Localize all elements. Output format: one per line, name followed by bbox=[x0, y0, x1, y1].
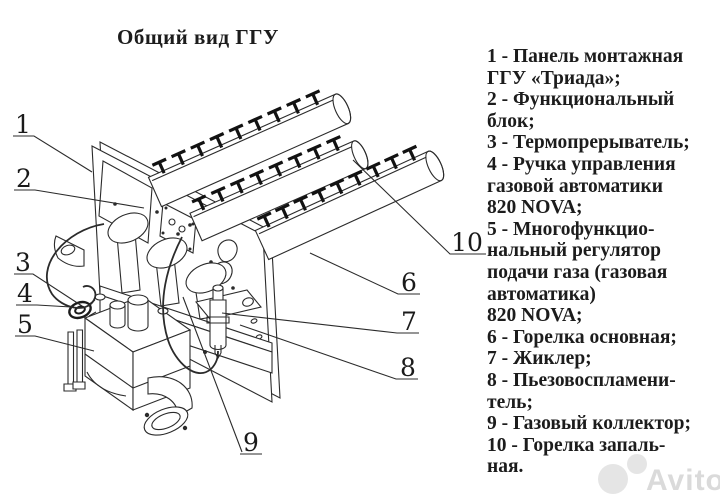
legend-line: 3 - Термопрерыватель; bbox=[487, 132, 690, 154]
callout-numbers: 1 2 3 4 5 6 7 8 9 10 bbox=[15, 110, 483, 457]
legend-line: тель; bbox=[487, 391, 533, 413]
callout-10: 10 bbox=[451, 228, 483, 257]
callout-5: 5 bbox=[17, 310, 33, 339]
page-title: Общий вид ГГУ bbox=[117, 25, 279, 49]
block-legs bbox=[63, 329, 86, 392]
callout-4: 4 bbox=[17, 279, 33, 308]
elbow-pipe bbox=[143, 376, 193, 436]
legend-line: 7 - Жиклер; bbox=[487, 348, 592, 370]
watermark: Avito bbox=[598, 454, 720, 497]
legend-line: 820 NOVA; bbox=[487, 305, 583, 327]
watermark-text: Avito bbox=[646, 464, 720, 497]
legend-line: нальный регулятор bbox=[487, 240, 662, 262]
watermark-logo-circle-small bbox=[627, 454, 647, 474]
callout-3: 3 bbox=[15, 248, 31, 277]
callout-6: 6 bbox=[401, 268, 417, 297]
legend-line: 8 - Пьезовоспламени- bbox=[487, 369, 676, 391]
legend-line: 6 - Горелка основная; bbox=[487, 326, 677, 348]
legend-line: 5 - Многофункцио- bbox=[487, 218, 655, 240]
callout-1: 1 bbox=[15, 110, 31, 139]
callout-8: 8 bbox=[400, 353, 416, 382]
thermocouple-capillary bbox=[45, 223, 219, 375]
piezo-igniter bbox=[195, 284, 262, 360]
legend-line: 4 - Ручка управления bbox=[487, 153, 676, 175]
callout-9: 9 bbox=[243, 428, 259, 457]
parts-legend: 1 - Панель монтажная ГГУ «Триада»; 2 - Ф… bbox=[487, 46, 719, 478]
legend-line: 9 - Газовый коллектор; bbox=[487, 413, 691, 435]
callout-leaders bbox=[13, 135, 486, 455]
legend-line: блок; bbox=[487, 110, 535, 132]
legend-line: подачи газа (газовая bbox=[487, 261, 668, 283]
burner-tube-main-lower bbox=[254, 144, 445, 261]
burner-tube-main-upper bbox=[147, 89, 352, 208]
legend-line: газовой автоматики bbox=[487, 175, 664, 197]
callout-7: 7 bbox=[401, 307, 417, 336]
mounting-bracket bbox=[53, 235, 85, 267]
watermark-logo-circle-large bbox=[598, 464, 628, 494]
legend-line: автоматика) bbox=[487, 283, 596, 305]
legend-line: 10 - Горелка запаль- bbox=[487, 434, 666, 456]
legend-line: 1 - Панель монтажная bbox=[487, 46, 684, 67]
legend-line: ГГУ «Триада»; bbox=[487, 67, 621, 89]
legend-line: ная. bbox=[487, 456, 524, 478]
legend-line: 820 NOVA; bbox=[487, 197, 583, 219]
callout-2: 2 bbox=[16, 164, 32, 193]
burner-tube-pilot bbox=[189, 135, 369, 242]
legend-line: 2 - Функциональный bbox=[487, 89, 675, 111]
